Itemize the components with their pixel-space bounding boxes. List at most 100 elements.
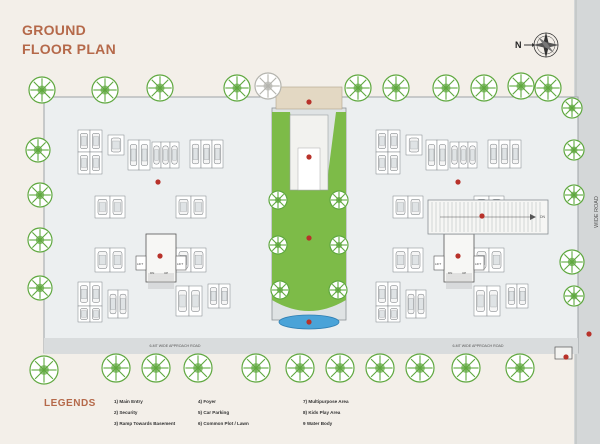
tree: [559, 249, 585, 275]
tree: [561, 97, 583, 119]
parking-bay: [94, 195, 111, 219]
tree: [27, 275, 53, 301]
parking-bay: [218, 283, 231, 309]
legend-item-common-plot: 6) Common Plot / Lawn: [198, 421, 249, 426]
stair-up-label: UP: [462, 271, 466, 275]
tree: [563, 184, 585, 206]
parking-bay: [89, 129, 103, 153]
parking-bay: [109, 195, 126, 219]
tree: [27, 227, 53, 253]
tree: [507, 72, 535, 100]
tree: [329, 190, 349, 210]
parking-bay: [458, 141, 469, 169]
lift-label: LIFT: [137, 262, 143, 266]
approach-road: [44, 338, 578, 354]
marker-dot: [479, 213, 485, 219]
parking-bay: [488, 247, 505, 273]
tree: [25, 137, 51, 163]
parking-bay: [387, 305, 401, 323]
parking-bay: [375, 281, 389, 307]
parking-bay: [109, 247, 126, 273]
parking-bay: [175, 285, 190, 317]
landscape-trees: [25, 72, 585, 385]
parking-bay: [77, 281, 91, 307]
tree: [223, 74, 251, 102]
parking-bay: [189, 139, 202, 169]
parking-bay: [151, 141, 162, 169]
parking-bay: [89, 281, 103, 307]
tree: [328, 280, 348, 300]
parking-bay: [89, 151, 103, 175]
tree: [382, 74, 410, 102]
tree: [254, 72, 282, 100]
tree: [141, 353, 171, 383]
parking-bay: [375, 151, 389, 175]
parking-bay: [516, 283, 529, 309]
parking-bay: [169, 141, 180, 169]
parking-bay: [392, 247, 409, 273]
parking-bay: [138, 139, 151, 171]
parking-bay: [190, 247, 207, 273]
tree: [146, 74, 174, 102]
parking-bay: [473, 285, 488, 317]
legend-item-water-body: 9 Water Body: [303, 421, 333, 426]
parking-bay: [207, 283, 220, 309]
tree: [451, 353, 481, 383]
marker-dot: [306, 99, 312, 105]
approach-road-left-label: 6-MT WIDE APPROACH ROAD: [149, 344, 200, 348]
legend-item-ramp: 3) Ramp Towards Basement: [114, 421, 176, 426]
tree: [563, 285, 585, 307]
tree: [285, 353, 315, 383]
parking-bay: [77, 151, 91, 175]
marker-dot: [306, 235, 312, 241]
parking-bay: [467, 141, 478, 169]
parking-bay: [486, 285, 501, 317]
parking-bay: [94, 247, 111, 273]
legend-title: LEGENDS: [44, 398, 96, 409]
parking-bay: [387, 281, 401, 307]
legend-item-main-entry: 1) Main Entry: [114, 399, 143, 404]
parking-bay: [387, 151, 401, 175]
marker-dot: [455, 253, 461, 259]
marker-dot: [563, 354, 569, 360]
tree: [329, 235, 349, 255]
stair-down-label: DN: [150, 271, 154, 275]
parking-bay: [375, 129, 389, 153]
legend-item-car-parking: 5) Car Parking: [198, 410, 230, 415]
page-title-line2: FLOOR PLAN: [22, 41, 116, 57]
parking-bay: [405, 289, 417, 319]
ramp-direction-label: DN: [540, 215, 546, 219]
lift-label: LIFT: [435, 262, 441, 266]
approach-road-right-label: 6-MT WIDE APPROACH ROAD: [452, 344, 503, 348]
lift-label: LIFT: [475, 262, 481, 266]
parking-bay: [387, 129, 401, 153]
tree: [405, 353, 435, 383]
tree: [325, 353, 355, 383]
tree: [270, 280, 290, 300]
tree: [29, 355, 59, 385]
parking-bay: [425, 139, 438, 171]
parking-bay: [77, 305, 91, 323]
parking-bay: [415, 289, 427, 319]
parking-bay: [107, 289, 119, 319]
legend-item-kids-play: 8) Kids Play Area: [303, 410, 341, 415]
parking-bay: [200, 139, 213, 169]
tree: [268, 190, 288, 210]
compass-north-label: N: [515, 40, 522, 50]
parking-bay: [77, 129, 91, 153]
tree: [28, 76, 56, 104]
parking-bay: [188, 285, 203, 317]
parking-bay: [487, 139, 500, 169]
legend-item-security: 2) Security: [114, 410, 138, 415]
legend-item-multipurpose: 7) Multipurpose Area: [303, 399, 349, 404]
legend-item-foyer: 4) Foyer: [198, 399, 216, 404]
tree: [27, 182, 53, 208]
parking-bay: [498, 139, 511, 169]
parking-bay: [175, 195, 192, 219]
page-title-line1: GROUND: [22, 22, 87, 38]
parking-bay: [436, 139, 449, 171]
tree: [344, 74, 372, 102]
tree: [563, 139, 585, 161]
